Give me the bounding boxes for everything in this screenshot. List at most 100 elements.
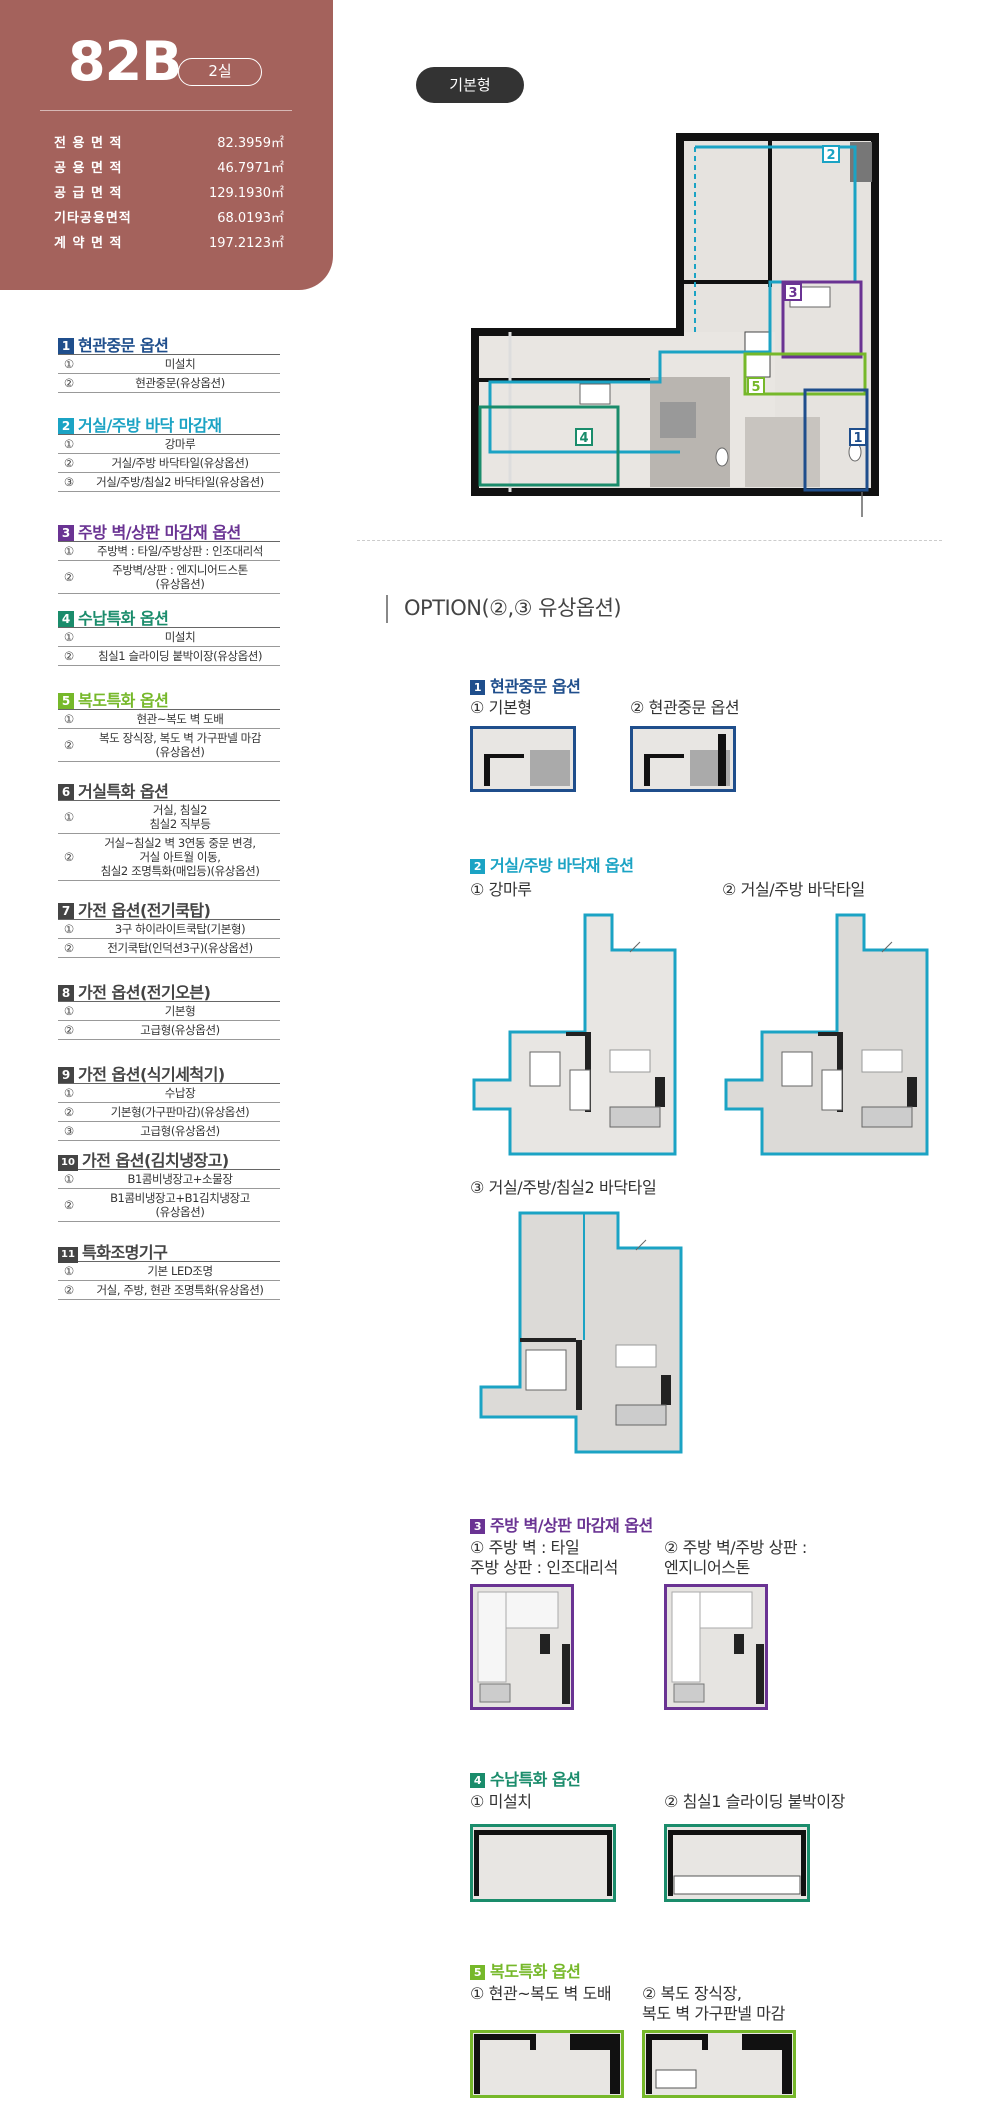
plan-zone-storage	[478, 405, 620, 487]
option-item-number: ②	[63, 1283, 75, 1297]
option-number-badge: 1	[58, 338, 74, 354]
area-row-supply: 공 급 면 적 129.1930㎡	[54, 186, 284, 201]
plan-toilet-icon	[715, 447, 729, 467]
option-group-label: 가전 옵션(식기세척기)	[78, 1065, 225, 1084]
option-item-number: ①	[63, 1086, 75, 1100]
svg-text:3: 3	[788, 286, 797, 301]
option2-thumb-b[interactable]	[722, 912, 932, 1158]
option3-label-a2: 주방 상판 : 인조대리석	[470, 1558, 618, 1577]
option-item-number: ②	[63, 376, 75, 390]
option-number-badge: 2	[58, 418, 74, 434]
option-group-label: 가전 옵션(전기오븐)	[78, 983, 211, 1002]
option-item-number: ①	[63, 1004, 75, 1018]
option-item-number: ①	[63, 630, 75, 644]
option-item-text: 기본형(가구판마감)(유상옵션)	[110, 1105, 250, 1119]
option4-thumb-b[interactable]	[664, 1824, 810, 1902]
option2-thumb-c[interactable]	[476, 1210, 686, 1456]
option-item: ② 거실, 주방, 현관 조명특화(유상옵션)	[58, 1281, 280, 1300]
option-item-text: 주방벽/상판 : 엔지니어드스톤 (유상옵션)	[112, 563, 248, 591]
option-item-text: 거실~침실2 벽 3연동 중문 변경, 거실 아트월 이동, 침실2 조명특화(…	[100, 836, 260, 878]
plan-sink-icon	[579, 383, 611, 405]
option-item-number: ③	[63, 475, 75, 489]
option4-thumb-a[interactable]	[470, 1824, 616, 1902]
option2-thumb-a[interactable]	[470, 912, 680, 1158]
option-number-badge: 11	[58, 1247, 78, 1263]
option1-thumb-b[interactable]	[630, 726, 736, 792]
plan-zone-kitchen	[781, 280, 863, 359]
option-group-label: 수납특화 옵션	[78, 609, 169, 628]
option-number-badge: 9	[58, 1067, 74, 1083]
base-type-pill[interactable]: 기본형	[416, 67, 524, 103]
option-item-number: ②	[63, 1023, 75, 1037]
option-group-label: 주방 벽/상판 마감재 옵션	[78, 523, 241, 542]
option3-label-a1: ① 주방 벽 : 타일	[470, 1538, 580, 1557]
option-item-text: 수납장	[164, 1086, 196, 1100]
option4-label-a: ① 미설치	[470, 1792, 532, 1811]
option-item-text: 복도 장식장, 복도 벽 가구판넬 마감 (유상옵션)	[98, 731, 262, 759]
option-item-text: 고급형(유상옵션)	[140, 1023, 220, 1037]
plan-bathroom-2	[745, 417, 820, 487]
option-item-text: 거실, 주방, 현관 조명특화(유상옵션)	[96, 1283, 264, 1297]
option-group-label: 특화조명기구	[82, 1243, 168, 1262]
header-divider	[40, 110, 292, 111]
option-item: ③ 거실/주방/침실2 바닥타일(유상옵션)	[58, 473, 280, 492]
option3-thumb-b[interactable]	[664, 1584, 768, 1710]
option-item-text: 거실, 침실2 침실2 직부등	[149, 803, 211, 831]
option-item-text: 현관~복도 벽 도배	[136, 712, 224, 726]
option-item-number: ①	[63, 357, 75, 371]
svg-text:2: 2	[826, 148, 835, 163]
option-number-badge: 5	[58, 693, 74, 709]
option-item-text: 거실/주방/침실2 바닥타일(유상옵션)	[96, 475, 264, 489]
plan-outer-wall	[471, 133, 879, 496]
svg-text:4: 4	[579, 431, 588, 446]
unit-type: 82B	[68, 30, 182, 93]
option-group-label: 거실특화 옵션	[78, 782, 169, 801]
option-item-text: B1콤비냉장고+B1김치냉장고 (유상옵션)	[110, 1191, 250, 1219]
option-number-badge: 10	[58, 1155, 78, 1171]
option1-thumb-a[interactable]	[470, 726, 576, 792]
option-group-label: 거실/주방 바닥 마감재	[78, 416, 222, 435]
option-item-number: ③	[63, 1124, 75, 1138]
option-item-text: 고급형(유상옵션)	[140, 1124, 220, 1138]
area-row-other-common: 기타공용면적 68.0193㎡	[54, 211, 284, 226]
option5-thumb-b[interactable]	[642, 2030, 796, 2098]
option5-label-b1: ② 복도 장식장,	[642, 1984, 742, 2003]
option-item: ② 현관중문(유상옵션)	[58, 374, 280, 393]
option5-label-a: ① 현관~복도 벽 도배	[470, 1984, 612, 2003]
base-floor-plan: 2 3 5 4 1	[471, 133, 879, 517]
option4-label-b: ② 침실1 슬라이딩 붙박이장	[664, 1792, 845, 1811]
option5-thumb-a[interactable]	[470, 2030, 624, 2098]
option-item: ① 수납장	[58, 1084, 280, 1103]
option-item-text: 현관중문(유상옵션)	[135, 376, 225, 390]
option3-label-b2: 엔지니어스톤	[664, 1558, 750, 1577]
option3-thumb-a[interactable]	[470, 1584, 574, 1710]
area-row-exclusive: 전 용 면 적 82.3959㎡	[54, 136, 284, 151]
plan-zone-floor	[488, 145, 857, 454]
